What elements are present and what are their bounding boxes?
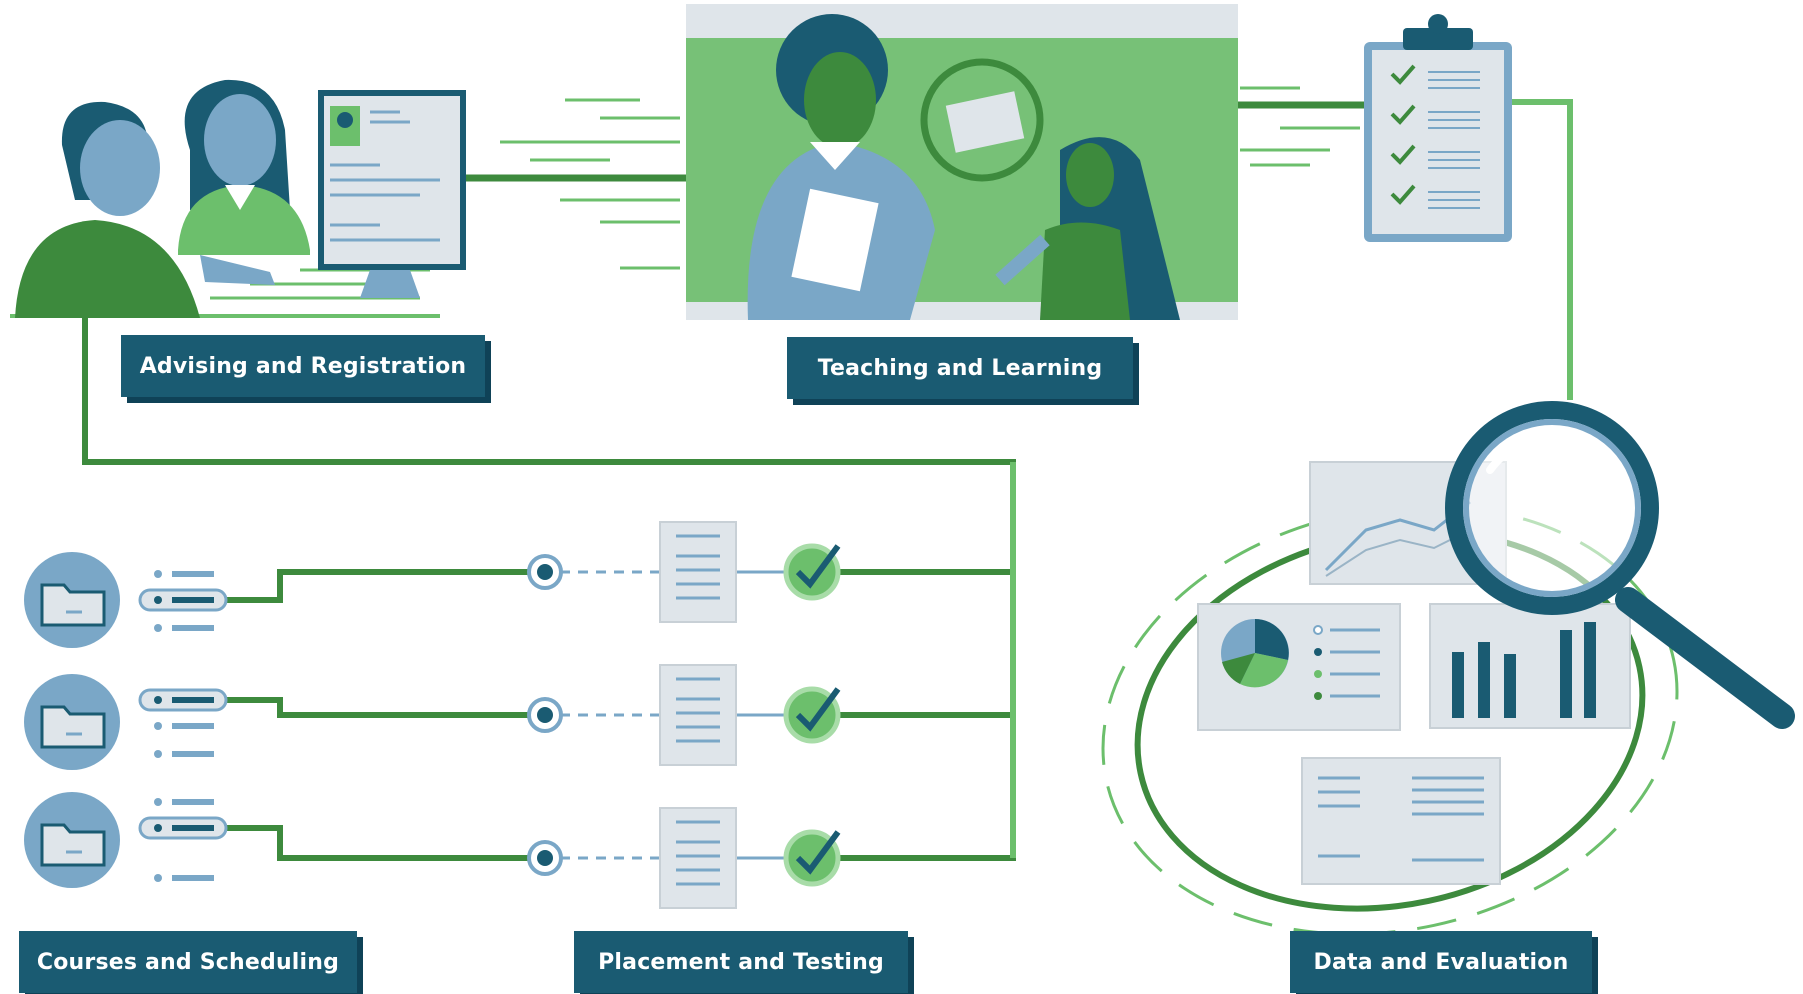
checklist-icon: [659, 664, 737, 766]
node-marker: [527, 554, 563, 590]
checklist-icon: [659, 521, 737, 623]
check-icon: [783, 829, 841, 887]
check-icon: [783, 543, 841, 601]
teacher-figure: [747, 14, 935, 320]
label-placement-testing: Placement and Testing: [574, 931, 908, 993]
bar-chart-card: [1429, 603, 1631, 729]
label-courses-scheduling: Courses and Scheduling: [19, 931, 357, 993]
monitor-icon: [318, 90, 466, 298]
menu-list: [138, 798, 228, 882]
advisor-figure: [178, 79, 310, 285]
course-rows: [24, 552, 228, 888]
check-icon: [783, 686, 841, 744]
student-hand-raised: [995, 137, 1180, 320]
report-card: [1301, 757, 1501, 885]
placement-rows: [527, 521, 841, 909]
data-evaluation-scene: [1101, 401, 1795, 936]
folder-icon: [24, 674, 120, 770]
teaching-scene: [686, 4, 1238, 320]
advising-scene: [10, 79, 466, 318]
node-marker: [527, 697, 563, 733]
label-advising-registration: Advising and Registration: [121, 335, 485, 397]
node-marker: [527, 840, 563, 876]
label-data-evaluation: Data and Evaluation: [1290, 931, 1592, 993]
folder-icon: [24, 552, 120, 648]
pie-chart-card: [1197, 603, 1401, 731]
menu-list: [138, 688, 228, 758]
student-figure: [15, 101, 200, 318]
checklist-icon: [659, 807, 737, 909]
menu-list: [138, 570, 228, 632]
magnifying-glass-icon: [1445, 401, 1795, 729]
clipboard-icon: [1364, 14, 1512, 242]
folder-icon: [24, 792, 120, 888]
label-teaching-learning: Teaching and Learning: [787, 337, 1133, 399]
